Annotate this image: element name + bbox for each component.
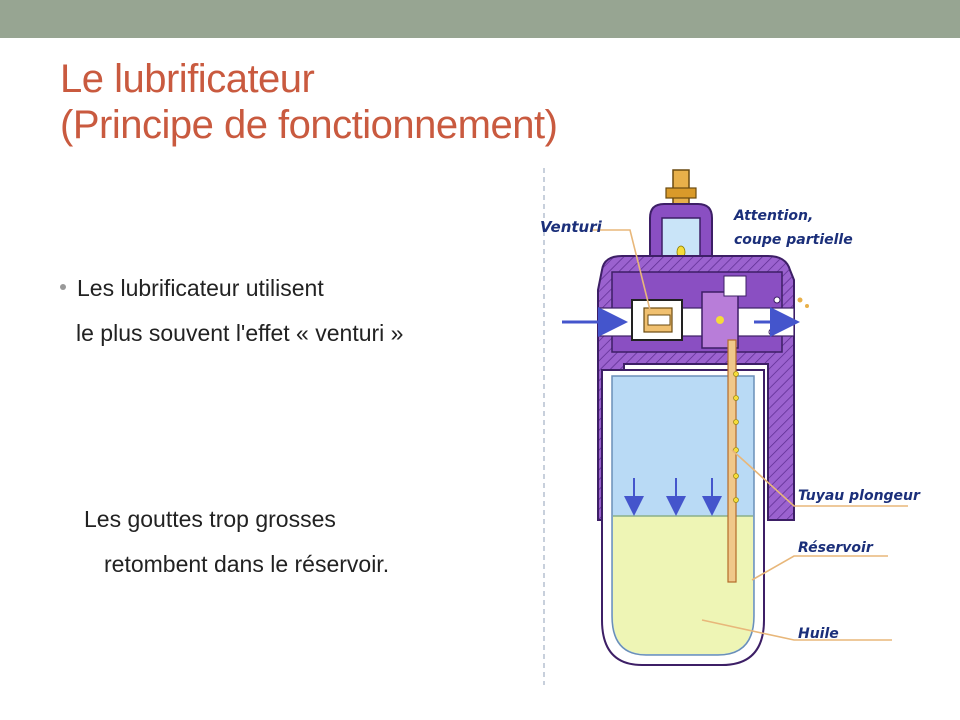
drops-text-line-2: retombent dans le réservoir. — [104, 551, 390, 577]
bullet-text: Les lubrificateur utilisent — [77, 275, 324, 301]
lubricator-body — [597, 255, 795, 521]
oil-mist-drops-icon — [797, 297, 809, 308]
sight-dome — [649, 203, 713, 269]
drops-text-line-1: Les gouttes trop grosses — [84, 506, 336, 532]
label-reservoir: Réservoir — [798, 540, 874, 556]
bullet-dot-icon — [60, 283, 66, 290]
label-venturi: Venturi — [540, 218, 603, 236]
label-attention: Attention, — [733, 208, 813, 224]
bullet-item: Les lubrificateur utilisent — [60, 273, 324, 303]
label-coupe-partielle: coupe partielle — [734, 232, 853, 248]
falling-drops-arrows-icon — [624, 478, 722, 516]
slide-title: Le lubrificateur (Principe de fonctionne… — [60, 56, 660, 148]
reservoir-bowl — [601, 339, 765, 666]
label-tuyau-plongeur: Tuyau plongeur — [798, 488, 921, 504]
lubricator-diagram: Venturi Attention, coupe partielle Tuyau… — [532, 160, 960, 690]
top-band — [0, 0, 960, 38]
lubricator-diagram-svg: Venturi Attention, coupe partielle Tuyau… — [540, 168, 921, 685]
title-line-2: (Principe de fonctionnement) — [60, 103, 558, 147]
title-line-1: Le lubrificateur — [60, 57, 315, 101]
label-huile: Huile — [798, 626, 839, 642]
bullet-continuation: le plus souvent l'effet « venturi » — [76, 320, 404, 346]
leader-lines — [592, 229, 908, 641]
